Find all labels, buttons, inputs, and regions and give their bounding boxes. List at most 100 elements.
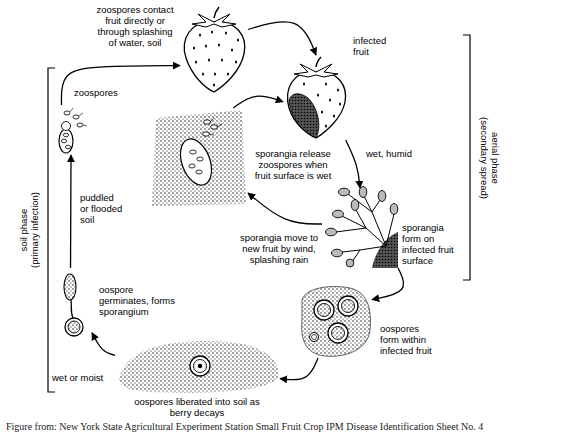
germinating-oospore: [64, 274, 76, 300]
healthy-strawberry: [184, 22, 244, 92]
stage-label: oospore germinates, forms sporangium: [99, 284, 179, 317]
arrow-label: wet, humid: [366, 148, 418, 159]
zoospore-release: [59, 129, 73, 153]
sporangia-on-fruit: [326, 228, 337, 236]
germinating-oospore: [71, 300, 73, 318]
healthy-strawberry: [225, 31, 227, 34]
cycle-arrow: [280, 358, 318, 380]
sporangia-on-fruit: [332, 249, 343, 257]
disease-stage: oospore germinates, forms sporangium: [55, 268, 92, 340]
soil-with-oospore: [190, 356, 210, 376]
healthy-strawberry: [205, 44, 207, 47]
healthy-strawberry: [235, 60, 237, 63]
healthy-strawberry: [193, 30, 239, 86]
infected-strawberry: [325, 124, 327, 127]
zoospore-release: [63, 133, 68, 137]
infected-strawberry: [337, 88, 339, 91]
fruit-surface-sporangium: [211, 125, 218, 129]
fruit-surface-sporangium: [203, 132, 210, 136]
cycle-arrow: [346, 140, 360, 188]
arrow-label: puddled or flooded soil: [80, 192, 124, 225]
oospores-in-fruit: [328, 323, 348, 343]
zoospore-release: [64, 111, 70, 115]
stage-label: zoospores contact fruit directly or thro…: [94, 4, 176, 48]
sporangia-on-fruit: [346, 259, 354, 267]
disease-stage: oospores form within infected fruit: [300, 285, 372, 358]
stage-label: sporangia form on infected fruit surface: [402, 222, 464, 266]
soil-with-oospore: [119, 341, 278, 393]
oospores-in-fruit: [302, 287, 371, 357]
healthy-strawberry: [208, 58, 210, 61]
fruit-surface-sporangium: [189, 164, 195, 168]
zoospore-release: [65, 145, 70, 149]
soil-with-oospore: [194, 360, 207, 373]
oospores-in-fruit: [342, 300, 355, 313]
fruit-surface-sporangium: [175, 135, 218, 190]
infected-strawberry: [289, 94, 319, 138]
fruit-surface-sporangium: [190, 150, 196, 154]
oospores-in-fruit: [312, 335, 317, 340]
germinating-oospore: [65, 318, 83, 336]
sporangia-on-fruit: [364, 196, 386, 246]
oospores-in-fruit: [310, 296, 359, 343]
arrow-label: sporangia move to new fruit by wind, spl…: [236, 232, 322, 265]
sporangia-on-fruit: [359, 187, 367, 198]
healthy-strawberry: [195, 60, 197, 63]
healthy-strawberry: [221, 58, 223, 61]
healthy-strawberry: [231, 48, 233, 51]
sporangia-on-fruit: [326, 187, 399, 269]
disease-stage: zoospores: [52, 105, 90, 155]
healthy-strawberry: [211, 30, 213, 33]
stage-label: zoospores: [74, 87, 120, 98]
zoospore-release: [73, 115, 79, 119]
infected-strawberry: [303, 82, 341, 127]
disease-stage: infected fruit: [283, 55, 349, 140]
sporangia-on-fruit: [372, 200, 380, 212]
soil-with-oospore: [198, 364, 202, 368]
cycle-arrow: [248, 22, 316, 55]
infected-strawberry: [321, 110, 323, 113]
phase-bracket: [463, 35, 470, 280]
phase-bracket: [48, 68, 55, 392]
oospores-in-fruit: [318, 304, 331, 317]
cycle-arrow: [248, 193, 322, 224]
zoospore-release: [77, 123, 83, 127]
sporangia-on-fruit: [326, 187, 398, 268]
stage-label: oospores liberated into soil as berry de…: [127, 396, 267, 418]
phase-label: soil phase (primary infection): [18, 191, 40, 269]
figure-caption: Figure from: New York State Agricultural…: [6, 421, 483, 433]
infected-strawberry: [303, 82, 305, 85]
zoospore-release: [70, 108, 87, 126]
disease-stage: sporangia release zoospores when fruit s…: [150, 108, 248, 208]
oospores-in-fruit: [332, 327, 345, 340]
zoospore-release: [61, 139, 66, 143]
sporangia-on-fruit: [342, 246, 386, 252]
cycle-arrow: [233, 96, 283, 108]
infected-strawberry: [288, 57, 346, 138]
sporangia-on-fruit: [333, 210, 344, 218]
healthy-strawberry: [218, 43, 220, 46]
fruit-surface-sporangium: [152, 110, 246, 206]
stage-label: infected fruit: [353, 35, 399, 57]
infected-strawberry: [317, 93, 319, 96]
oospores-in-fruit: [314, 300, 334, 320]
germinating-oospore: [64, 274, 76, 300]
fruit-surface-sporangium: [152, 110, 246, 206]
arrow-label: wet or moist: [52, 372, 112, 383]
phase-label: aerial phase (secondary spread): [479, 115, 501, 201]
sporangia-on-fruit: [336, 194, 394, 262]
zoospore-release: [62, 122, 71, 131]
infected-strawberry: [316, 57, 321, 67]
healthy-strawberry: [199, 33, 201, 36]
infected-strawberry: [288, 72, 346, 138]
oospores-in-fruit: [338, 296, 358, 316]
sporangia-on-fruit: [390, 204, 398, 215]
cycle-arrow: [70, 155, 72, 268]
sporangia-on-fruit: [386, 214, 394, 246]
infected-strawberry: [333, 114, 335, 117]
healthy-strawberry: [202, 72, 204, 75]
cycle-arrow: [61, 66, 180, 105]
sporangia-on-fruit: [348, 194, 372, 212]
zoospore-release: [61, 111, 83, 149]
